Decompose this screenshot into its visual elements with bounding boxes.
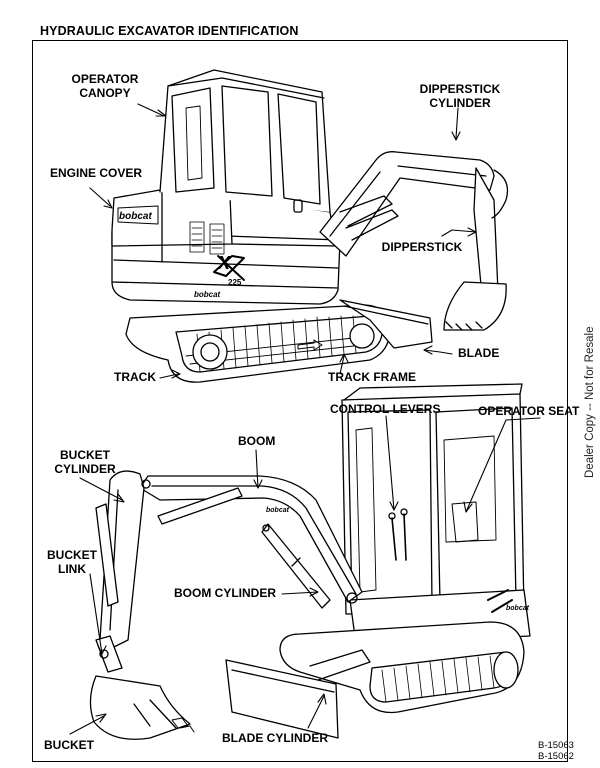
label-control-levers: CONTROL LEVERS	[330, 402, 441, 416]
label-dipperstick-cylinder-line2: CYLINDER	[429, 96, 491, 110]
label-operator-canopy: OPERATOR CANOPY	[66, 72, 144, 100]
label-engine-cover: ENGINE COVER	[49, 166, 142, 180]
label-bucket-link: BUCKET LINK	[42, 548, 102, 576]
label-boom-cylinder: BOOM CYLINDER	[174, 586, 276, 600]
brand-decal-front: bobcat	[506, 605, 529, 612]
dealer-copy-watermark: Dealer Copy -- Not for Resale	[584, 326, 596, 478]
figure-codes: B-15063 B-15062	[538, 740, 574, 762]
page-title: HYDRAULIC EXCAVATOR IDENTIFICATION	[40, 24, 299, 38]
label-track: TRACK	[114, 370, 156, 384]
label-operator-seat: OPERATOR SEAT	[478, 404, 580, 418]
label-bucket: BUCKET	[44, 738, 94, 752]
bottom-excavator-drawing	[89, 383, 531, 740]
label-bucket-cylinder-line2: CYLINDER	[54, 462, 116, 476]
label-operator-canopy-line1: OPERATOR	[71, 72, 139, 86]
label-operator-canopy-line2: CANOPY	[79, 86, 131, 100]
label-blade: BLADE	[458, 346, 500, 360]
brand-decal-rear: bobcat	[119, 211, 152, 222]
figure-code-2: B-15062	[538, 751, 574, 762]
label-bucket-cylinder-line1: BUCKET	[60, 448, 110, 462]
label-bucket-link-line1: BUCKET	[47, 548, 97, 562]
label-blade-cylinder: BLADE CYLINDER	[222, 731, 329, 745]
leader-lines	[69, 103, 541, 735]
label-dipperstick: DIPPERSTICK	[381, 240, 463, 254]
label-boom: BOOM	[238, 434, 276, 448]
brand-decal-boom: bobcat	[266, 507, 289, 514]
model-decal: 225	[228, 278, 242, 287]
figure-code-1: B-15063	[538, 740, 574, 751]
series-decal: X	[218, 253, 231, 273]
top-excavator-drawing	[111, 69, 509, 383]
figure-frame	[32, 40, 568, 762]
brand-decal-side: bobcat	[194, 290, 221, 299]
label-track-frame: TRACK FRAME	[328, 370, 416, 384]
label-bucket-link-line2: LINK	[58, 562, 86, 576]
label-bucket-cylinder: BUCKET CYLINDER	[50, 448, 120, 476]
label-dipperstick-cylinder-line1: DIPPERSTICK	[419, 82, 501, 96]
label-dipperstick-cylinder: DIPPERSTICK CYLINDER	[414, 82, 506, 110]
